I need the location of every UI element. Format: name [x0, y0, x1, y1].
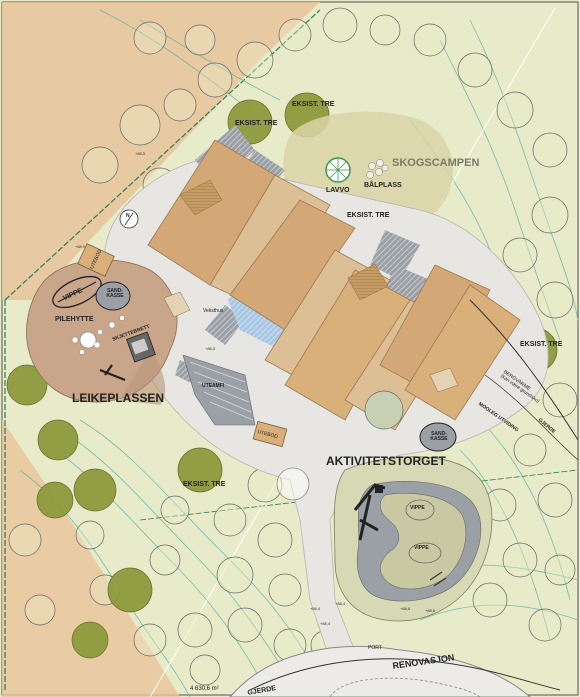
aktivitetstorget [333, 456, 493, 622]
balplass-seating [366, 159, 389, 179]
aktivitetstorget-label: AKTIVITETSTORGET [326, 454, 446, 468]
veksthus-label: Veksthus [203, 308, 224, 314]
lavvo-label: LAVVO [326, 187, 350, 194]
road [229, 645, 531, 697]
fence-east [469, 299, 579, 441]
vippe-label-3: VIPPE [414, 545, 429, 551]
svg-text:+88,5: +88,5 [205, 346, 216, 351]
svg-text:+88,4: +88,4 [320, 621, 331, 626]
eksist-tre-label-2: EKSIST. TRE [292, 101, 335, 108]
vippe-oval-1 [52, 275, 102, 309]
sandkasse-label-1: SAND- KASSE [106, 288, 124, 299]
vippe-label-2: VIPPE [410, 505, 425, 511]
svg-text:+88,4: +88,4 [335, 601, 346, 606]
eksist-tre-label-3: EKSIST. TRE [347, 212, 390, 219]
pilehytte-stones [71, 315, 125, 355]
north-label: N [126, 213, 130, 219]
utebod-shed-1 [77, 243, 115, 277]
uteamfi-label: UTEAMFI [202, 383, 225, 389]
sandkasse-2 [419, 422, 457, 452]
sandkasse-label-2: SAND- KASSE [430, 431, 448, 442]
sandkasse-1 [95, 281, 131, 311]
eksist-tre-label-5: EKSIST. TRE [183, 481, 226, 488]
eksist-tre-label-1: EKSIST. TRE [235, 120, 278, 127]
leikeplassen-label: LEIKEPLASSEN [72, 391, 165, 405]
balplass-label: BÅLPLASS [364, 182, 402, 189]
pilehytte-label: PILEHYTTE [55, 316, 94, 323]
skogscampen-label: SKOGSCAMPEN [392, 157, 480, 169]
fence-south [249, 658, 561, 691]
skjettebrett [99, 364, 126, 382]
svg-text:+88,8: +88,8 [425, 608, 436, 613]
port-label: PORT [368, 645, 382, 651]
area-label: 4 630,6 m² [190, 686, 219, 692]
spot-heights: +88,5 +88,9 +88,5 +88,4 +88,4 +88,4 +88,8 +88… [75, 151, 436, 626]
svg-text:+88,5: +88,5 [135, 151, 146, 156]
neighbour-field [2, 2, 320, 300]
svg-text:+88,8: +88,8 [400, 606, 411, 611]
utebod-shed-2 [252, 420, 288, 448]
uteamfi-steps [182, 354, 256, 426]
svg-text:+88,4: +88,4 [310, 606, 321, 611]
eksist-tre-label-4: EKSIST. TRE [520, 341, 563, 348]
svg-text:+88,9: +88,9 [75, 244, 86, 249]
